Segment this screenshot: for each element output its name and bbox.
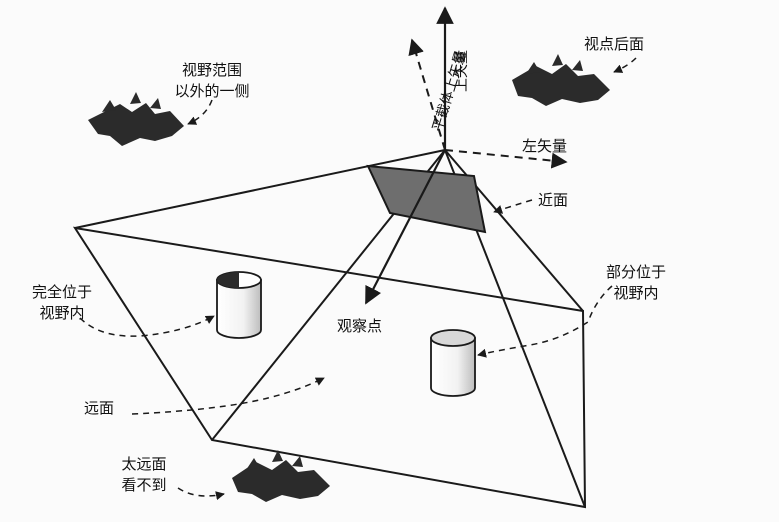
- partially-inside-line2: 视野内: [613, 284, 659, 302]
- outside-fov-line2: 以外的一侧: [174, 82, 250, 100]
- near-plane: [366, 164, 487, 234]
- near-plane-label: 近面: [538, 191, 569, 209]
- too-far-line1: 太远面: [121, 455, 167, 473]
- leader-fully-inside: [79, 315, 215, 337]
- cylinder-icon: [216, 271, 262, 339]
- too-far-line2: 看不到: [121, 476, 167, 494]
- outside-fov-label: 视野范围 以外的一侧: [164, 60, 260, 102]
- cylinder-icon: [430, 329, 476, 397]
- look-at-arrow: [365, 149, 446, 305]
- behind-eye-label: 视点后面: [584, 35, 645, 53]
- left-vector-arrow: [444, 149, 568, 169]
- leader-too-far: [177, 487, 225, 501]
- look-at-label: 观察点: [337, 317, 383, 335]
- left-vector-label: 左矢量: [522, 137, 568, 155]
- fully-inside-label: 完全位于 视野内: [24, 282, 100, 324]
- leader-outside-fov: [187, 99, 213, 125]
- bird-silhouette-icon: [512, 54, 610, 106]
- bird-silhouette-icon: [232, 450, 330, 502]
- frustum-up-arrow: [408, 38, 446, 151]
- leader-near-plane: [493, 199, 533, 214]
- partially-inside-label: 部分位于 视野内: [596, 262, 676, 304]
- bird-silhouette-icon: [88, 92, 184, 146]
- frustum-edge-2: [444, 149, 584, 312]
- too-far-label: 太远面 看不到: [108, 454, 180, 496]
- far-plane-label: 远面: [84, 399, 115, 417]
- leader-partially-inside: [477, 285, 613, 358]
- fully-inside-line2: 视野内: [39, 304, 85, 322]
- partially-inside-line1: 部分位于: [605, 263, 666, 281]
- frustum-edge-1: [74, 149, 446, 229]
- leader-behind-eye: [613, 57, 637, 73]
- fully-inside-line1: 完全位于: [31, 283, 92, 301]
- outside-fov-line1: 视野范围: [181, 61, 242, 79]
- leader-far-plane: [131, 377, 325, 415]
